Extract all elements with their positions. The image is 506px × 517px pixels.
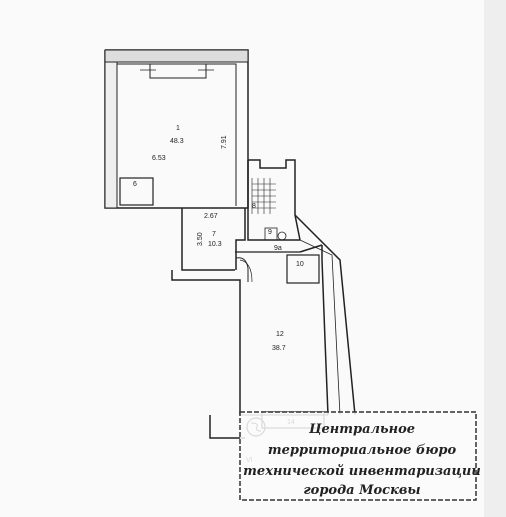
room-7-area: 10.3 <box>208 241 222 248</box>
page-edge-shadow <box>484 0 506 517</box>
room-1-length: 7.91 <box>221 135 228 149</box>
room-7-length: 3.50 <box>197 232 204 246</box>
room-7-width: 2.67 <box>204 213 218 220</box>
room-8-number: 8 <box>252 203 256 210</box>
room-1-area: 48.3 <box>170 138 184 145</box>
room-9-number: 9 <box>268 229 272 236</box>
walls <box>104 49 356 439</box>
room-1-width: 6.53 <box>152 155 166 162</box>
room-7-number: 7 <box>212 231 216 238</box>
stamp-line-3: технической инвентаризации <box>243 464 481 479</box>
room-9a-number: 9a <box>274 245 282 252</box>
stamp-line-4: города Москвы <box>303 483 420 498</box>
stamp-line-2: территориальное бюро <box>268 443 457 458</box>
bti-stamp: Центральное территориальное бюро техниче… <box>239 411 481 501</box>
stamp-line-1: Центральное <box>308 422 415 437</box>
room-1-number: 1 <box>176 125 180 132</box>
room-10-number: 10 <box>296 261 304 268</box>
room-12-area: 38.7 <box>272 345 286 352</box>
room-12-number: 12 <box>276 331 284 338</box>
room-6-number: 6 <box>133 181 137 188</box>
